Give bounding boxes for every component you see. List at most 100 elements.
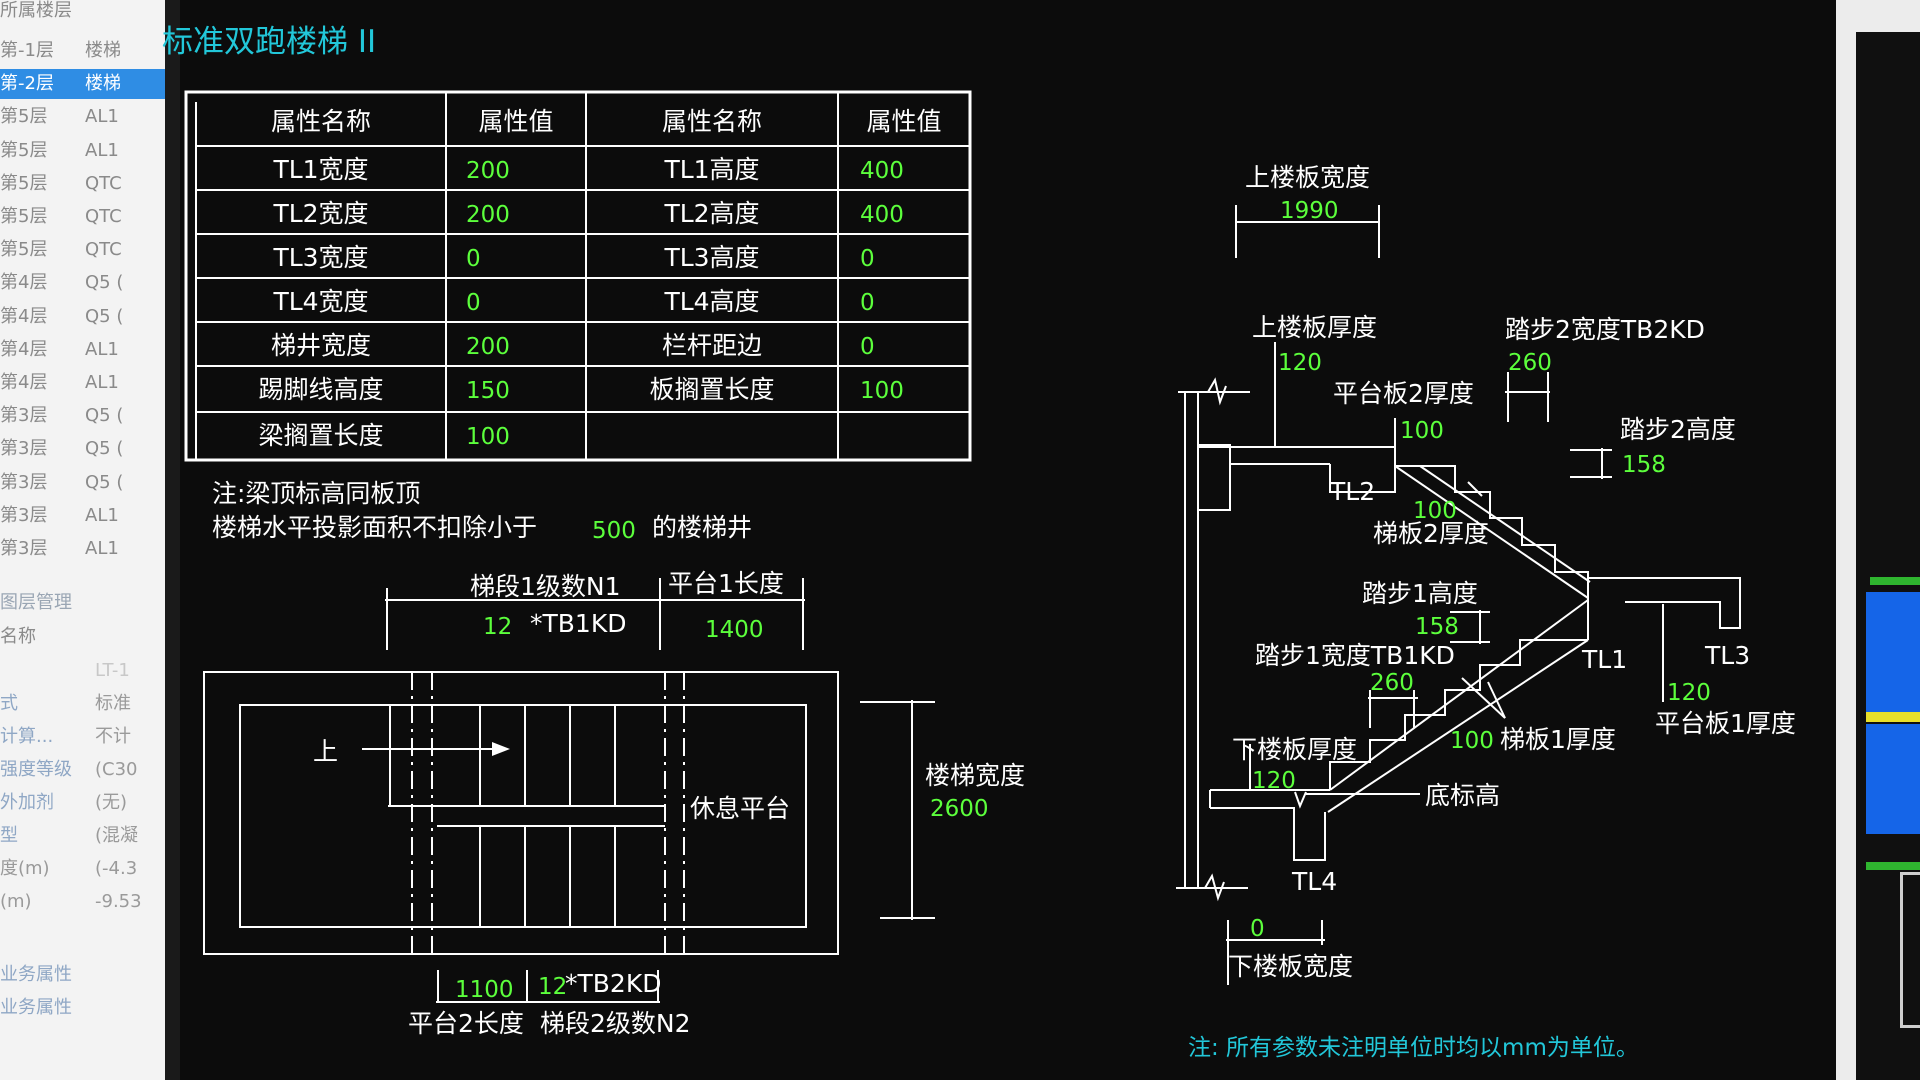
adjacent-green-bar <box>1870 577 1920 585</box>
flight2-soffit-inner <box>1419 465 1591 583</box>
property-row[interactable]: (m)-9.53 <box>0 887 165 917</box>
stair-plan-view: 梯段1级数N1 12 *TB1KD 平台1长度 1400 上 休息平台 楼梯宽度… <box>203 569 1025 1038</box>
plat1-thk-value: 120 <box>1667 680 1711 706</box>
table-prop-name: TL1宽度 <box>272 155 368 184</box>
layer-management-section[interactable]: 图层管理 <box>0 592 72 613</box>
floor-list-item[interactable]: 第5层 QTC <box>0 169 165 199</box>
table-prop-value[interactable]: 0 <box>860 334 875 360</box>
panel-divider[interactable] <box>165 0 180 1080</box>
seg1-value: 12 <box>483 614 512 640</box>
floor-name: 第3层 <box>0 538 48 559</box>
property-key: (m) <box>0 891 32 912</box>
component-type: Q5 ( <box>85 405 124 427</box>
table-prop-value[interactable]: 400 <box>860 158 904 184</box>
table-prop-value[interactable]: 200 <box>466 334 510 360</box>
plat2-value: 1100 <box>455 977 514 1003</box>
top-slab-width-label: 上楼板宽度 <box>1245 163 1370 192</box>
table-prop-value[interactable]: 0 <box>860 246 875 272</box>
business-attr-1[interactable]: 业务属性 <box>0 964 72 985</box>
adjacent-green-bar <box>1866 862 1920 870</box>
board2-thk-label: 梯板2厚度 <box>1373 519 1489 548</box>
top-slab-width-value: 1990 <box>1280 198 1339 224</box>
plan-inner-wall <box>239 704 807 928</box>
component-type: Q5 ( <box>85 305 124 327</box>
plat1-value: 1400 <box>705 617 764 643</box>
floor-list-item[interactable]: 第-2层楼梯 <box>0 69 165 100</box>
table-prop-value[interactable]: 200 <box>466 158 510 184</box>
table-prop-value[interactable]: 100 <box>860 378 904 404</box>
flight2-steps <box>1395 465 1589 598</box>
property-row[interactable]: 型(混凝 <box>0 821 165 851</box>
table-prop-name: TL2宽度 <box>272 199 368 228</box>
component-type: QTC <box>85 172 122 194</box>
table-prop-value[interactable]: 0 <box>466 246 481 272</box>
floor-name: 第-1层 <box>0 40 54 61</box>
floor-list-item[interactable]: 第-1层 楼梯 <box>0 36 165 66</box>
floor-list-item[interactable]: 第5层 QTC <box>0 235 165 265</box>
floor-name: 第5层 <box>0 239 48 261</box>
tl4-label: TL4 <box>1291 867 1337 896</box>
seg2-unit: *TB2KD <box>565 969 661 998</box>
plat1-thk-label: 平台板1厚度 <box>1655 709 1796 738</box>
tl2-label: TL2 <box>1329 477 1375 506</box>
step1-width-value: 260 <box>1370 670 1414 696</box>
stair-section-view: 上楼板宽度 1990 上楼板厚度 120 踏 <box>1176 163 1796 985</box>
table-prop-value[interactable]: 150 <box>466 378 510 404</box>
floor-name: 第5层 <box>0 172 48 194</box>
property-row[interactable]: 计算...不计 <box>0 722 165 752</box>
step2-width-value: 260 <box>1508 350 1552 376</box>
low-slab-thk-value: 120 <box>1252 768 1296 794</box>
elevation-marker <box>1294 791 1307 809</box>
table-prop-value[interactable]: 200 <box>466 202 510 228</box>
table-prop-name: TL3宽度 <box>272 243 368 272</box>
table-prop-name: TL1高度 <box>663 155 759 184</box>
property-key: 强度等级 <box>0 759 72 780</box>
table-prop-value[interactable]: 0 <box>860 290 875 316</box>
rest-platform-label: 休息平台 <box>690 794 790 823</box>
property-row[interactable]: 强度等级(C30 <box>0 755 165 785</box>
step1-width-label: 踏步1宽度TB1KD <box>1255 641 1455 670</box>
table-prop-value[interactable]: 100 <box>466 424 510 450</box>
property-row[interactable]: 外加剂(无) <box>0 788 165 818</box>
component-type: AL1 <box>85 139 119 161</box>
tl1-label: TL1 <box>1581 645 1627 674</box>
business-attr-2[interactable]: 业务属性 <box>0 997 72 1018</box>
table-prop-name: 板搁置长度 <box>649 375 774 404</box>
component-type: 楼梯 <box>85 40 121 61</box>
table-prop-value[interactable]: 400 <box>860 202 904 228</box>
board1-thk-label: 梯板1厚度 <box>1500 725 1616 754</box>
plat2-thk-label: 平台板2厚度 <box>1333 379 1474 408</box>
component-type: QTC <box>85 239 122 261</box>
tl3-label: TL3 <box>1704 641 1750 670</box>
up-label: 上 <box>313 737 338 766</box>
table-prop-name: TL3高度 <box>663 243 759 272</box>
floor-name: 第3层 <box>0 471 48 493</box>
stair-width-value: 2600 <box>930 796 989 822</box>
table-prop-name: 梯井宽度 <box>271 331 371 360</box>
property-row[interactable]: LT-1 <box>0 656 165 686</box>
flight1-steps <box>1329 639 1588 790</box>
note-area-suffix: 的楼梯井 <box>652 513 752 542</box>
adjacent-canvas <box>1856 32 1920 1080</box>
property-value: (-4.3 <box>95 858 138 879</box>
landing-and-tl3 <box>1587 577 1741 629</box>
table-prop-name: TL4高度 <box>663 287 759 316</box>
table-prop-value[interactable]: 0 <box>466 290 481 316</box>
plan-outer-wall <box>203 671 839 955</box>
property-row[interactable]: 式标准 <box>0 689 165 719</box>
property-row[interactable]: 度(m)(-4.3 <box>0 854 165 884</box>
top-slab-thk-value: 120 <box>1278 350 1322 376</box>
